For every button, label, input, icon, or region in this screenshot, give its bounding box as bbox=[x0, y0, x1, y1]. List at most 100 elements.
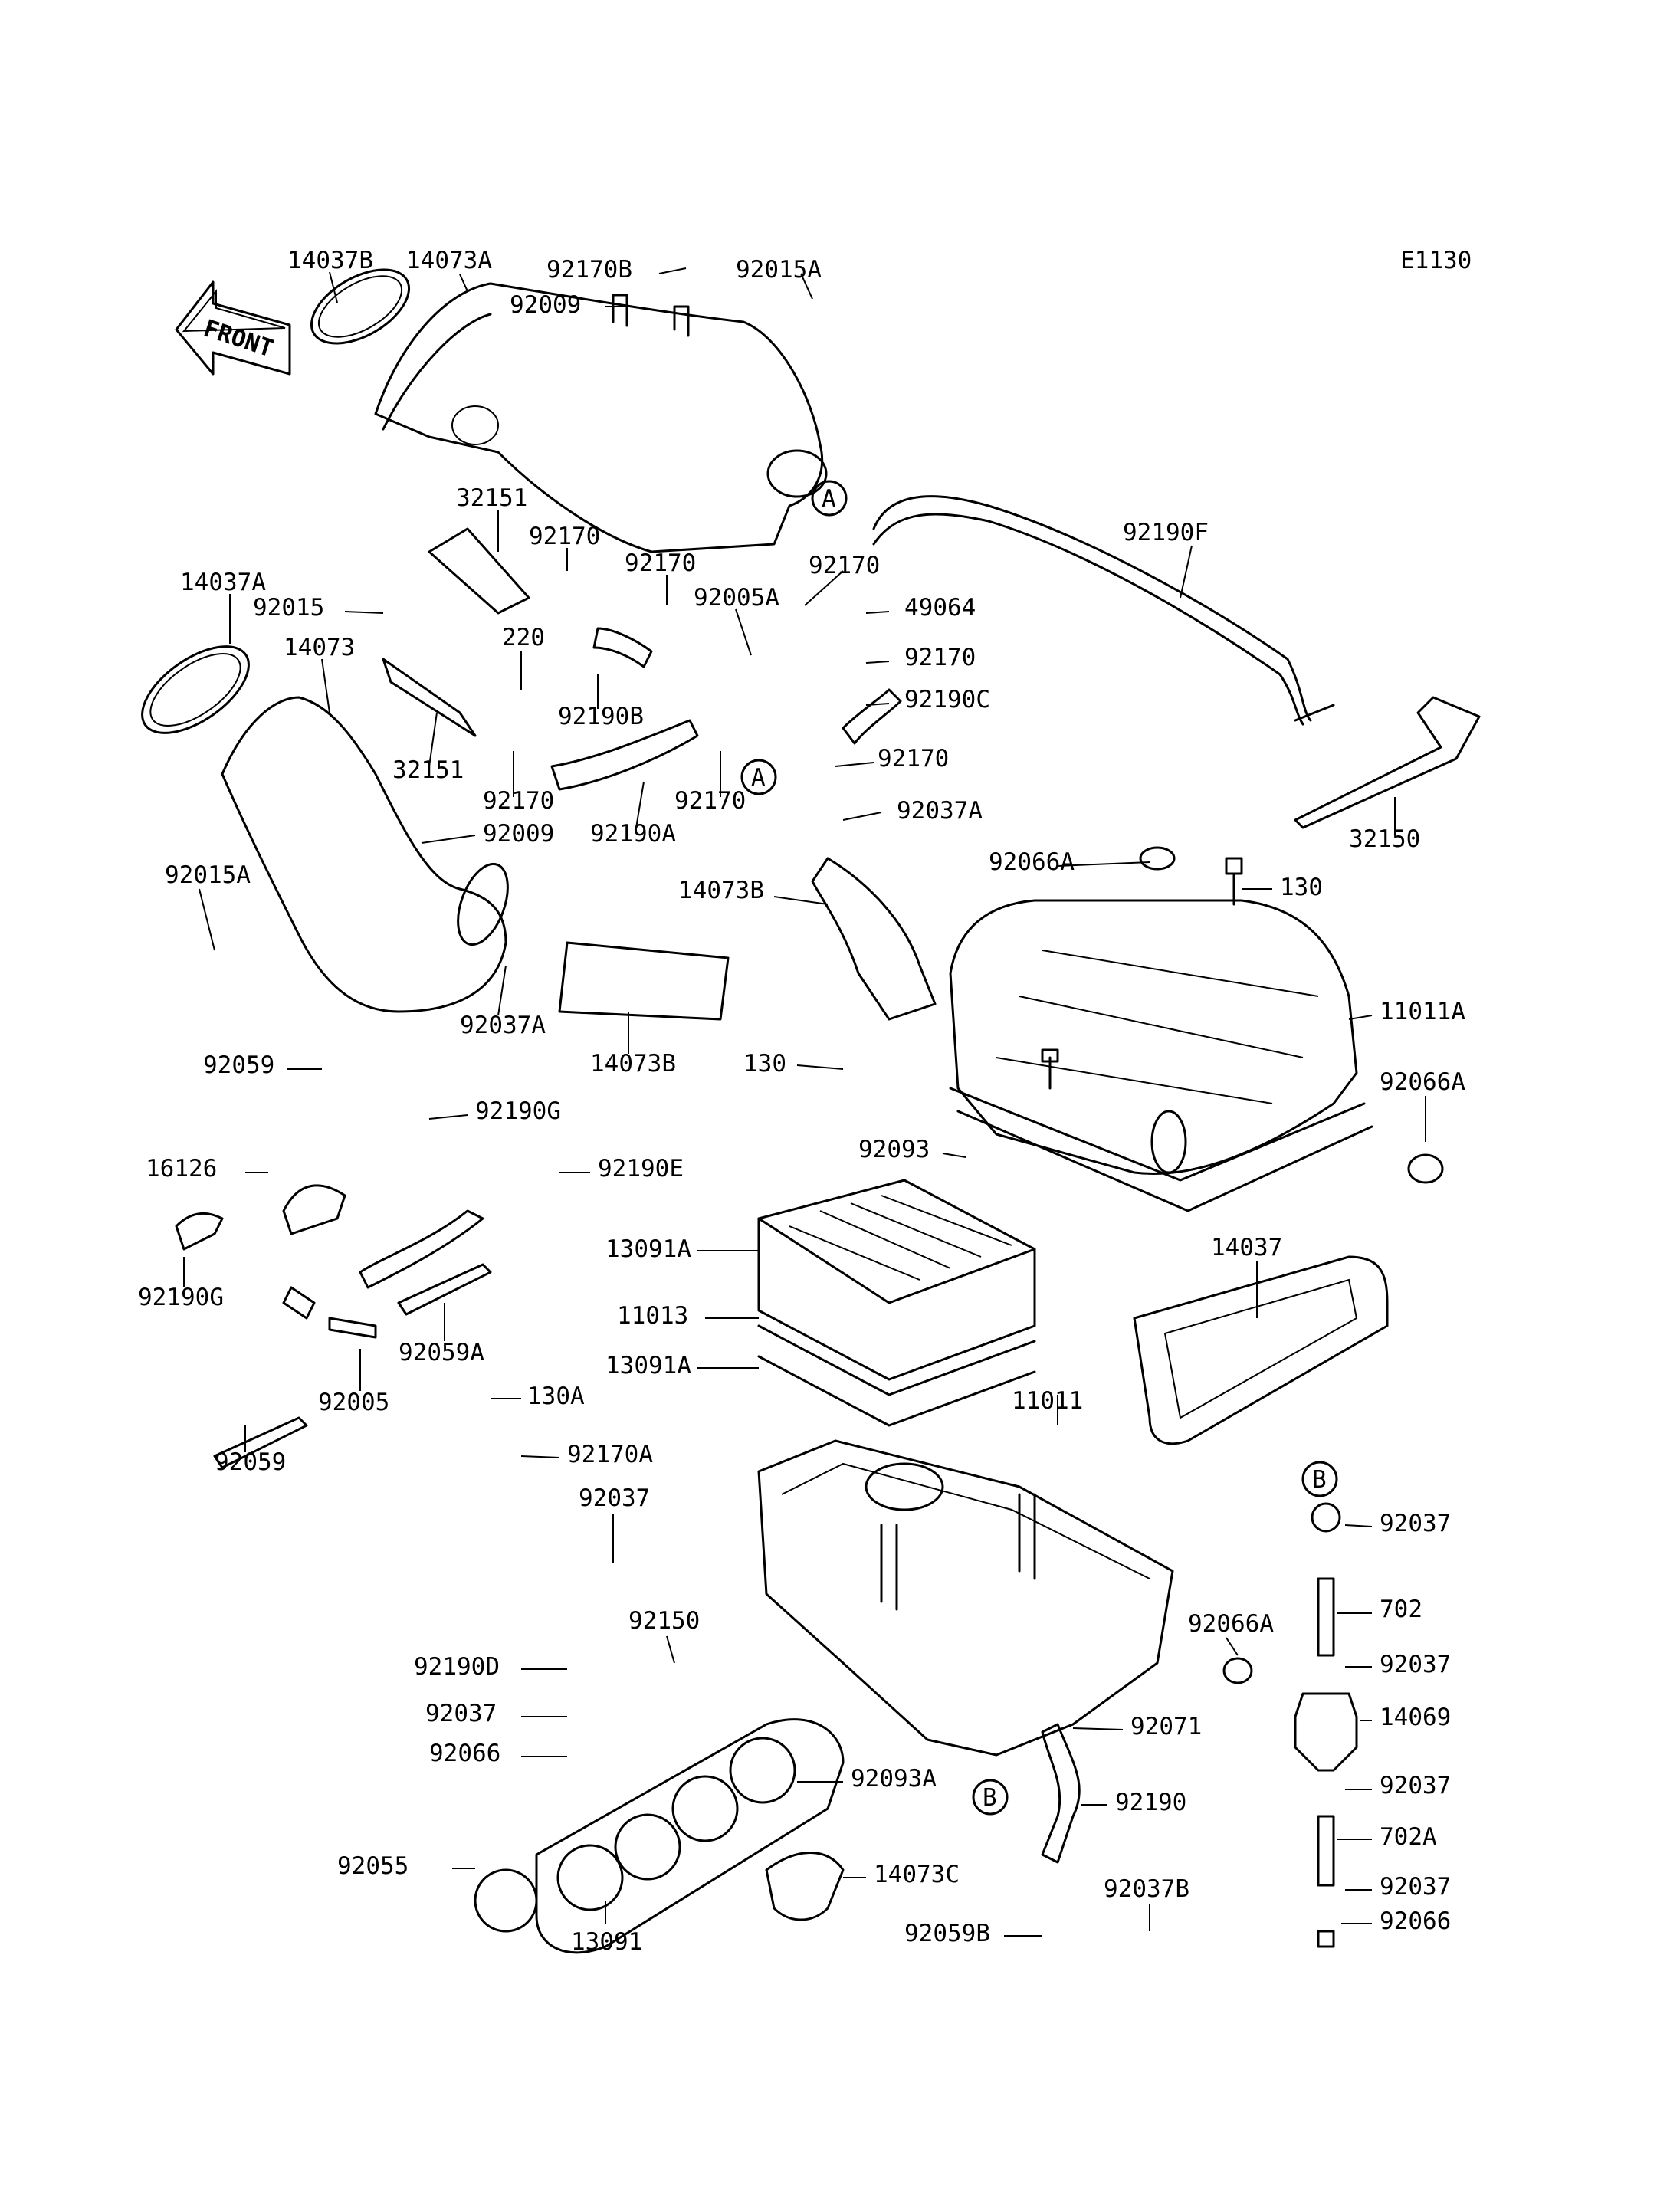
hoses bbox=[382, 495, 1481, 1021]
leader-line bbox=[344, 611, 384, 614]
leader-line bbox=[428, 712, 438, 767]
part-number-label: 92037 bbox=[1380, 1510, 1451, 1537]
part-number-label: 92190D bbox=[414, 1653, 500, 1681]
part-number-label: 92190G bbox=[138, 1284, 224, 1311]
part-number-label: 14037A bbox=[180, 569, 266, 596]
part-number-label: 14073 bbox=[284, 634, 355, 661]
marker-a: A bbox=[822, 485, 836, 513]
leader-line bbox=[421, 835, 476, 844]
leader-line bbox=[773, 896, 829, 905]
leader-line bbox=[199, 888, 215, 951]
leader-line bbox=[865, 661, 890, 664]
leader-line bbox=[1348, 1015, 1373, 1020]
part-number-label: 92190F bbox=[1123, 519, 1209, 546]
part-number-label: 130A bbox=[527, 1383, 585, 1410]
part-number-label: 130 bbox=[1280, 874, 1323, 901]
leader-line bbox=[865, 611, 890, 614]
leader-line bbox=[459, 274, 468, 292]
leader-lines bbox=[183, 267, 1426, 1937]
part-number-label: 92059 bbox=[215, 1448, 286, 1476]
part-number-label: 92190E bbox=[598, 1155, 684, 1183]
part-number-label: 130 bbox=[743, 1050, 786, 1078]
leader-line bbox=[1057, 861, 1150, 867]
leader-line bbox=[835, 762, 874, 767]
part-number-label: 92037 bbox=[579, 1484, 650, 1512]
air-cleaner-cover bbox=[949, 899, 1373, 1212]
part-number-label: 92170A bbox=[567, 1441, 653, 1468]
intake-screen-upper bbox=[310, 268, 411, 345]
leader-line bbox=[796, 1064, 844, 1070]
part-number-label: 702 bbox=[1380, 1596, 1422, 1623]
leader-line bbox=[1344, 1524, 1373, 1527]
part-number-label: 92037 bbox=[1380, 1772, 1451, 1799]
leader-line bbox=[804, 570, 844, 606]
leader-line bbox=[1226, 1637, 1239, 1656]
part-number-label: 92066 bbox=[429, 1740, 500, 1767]
part-number-label: 92059 bbox=[203, 1051, 274, 1079]
part-number-label: 92037 bbox=[425, 1700, 497, 1727]
part-number-label: 11011A bbox=[1380, 998, 1465, 1025]
side-panel bbox=[1133, 1255, 1389, 1445]
leader-line bbox=[635, 781, 645, 828]
leader-line bbox=[497, 965, 507, 1016]
part-number-label: 92190C bbox=[904, 686, 990, 713]
leader-line bbox=[735, 608, 752, 656]
part-number-label: 13091A bbox=[605, 1352, 691, 1379]
part-number-label: 92037A bbox=[897, 797, 983, 825]
part-number-label: 49064 bbox=[904, 594, 976, 622]
part-number-label: 92190B bbox=[558, 703, 644, 730]
reference-markers: A A B B bbox=[740, 480, 1338, 1816]
part-number-label: 11013 bbox=[617, 1302, 688, 1330]
part-number-label: 220 bbox=[502, 624, 545, 651]
leader-line bbox=[658, 267, 687, 274]
part-number-label: 92037 bbox=[1380, 1873, 1451, 1901]
leader-line bbox=[321, 658, 330, 713]
marker-a: A bbox=[751, 764, 766, 792]
part-number-label: 92170 bbox=[878, 745, 949, 772]
part-number-label: 92005 bbox=[318, 1389, 389, 1416]
front-arrow-icon: FRONT bbox=[175, 280, 291, 376]
carburetor-holder bbox=[474, 1718, 845, 1954]
part-number-label: 92059A bbox=[399, 1339, 484, 1366]
part-number-label: 14073A bbox=[406, 247, 492, 274]
air-cleaner-base bbox=[757, 1439, 1174, 1757]
part-number-label: 92170 bbox=[625, 549, 696, 577]
part-number-label: 92093A bbox=[851, 1765, 937, 1793]
diagram-code: E1130 bbox=[1400, 247, 1472, 274]
part-number-label: 92071 bbox=[1130, 1713, 1202, 1740]
leader-line bbox=[428, 1114, 468, 1120]
leader-line bbox=[1072, 1727, 1124, 1730]
part-number-label: 92170 bbox=[674, 787, 746, 815]
part-number-label: 92066 bbox=[1380, 1907, 1451, 1935]
air-duct-upper bbox=[374, 282, 828, 553]
filter-element bbox=[757, 1179, 1036, 1427]
leader-line bbox=[329, 271, 338, 303]
part-number-label: 32151 bbox=[392, 756, 464, 784]
part-number-label: 14069 bbox=[1380, 1704, 1451, 1731]
part-number-label: 92015 bbox=[253, 594, 324, 622]
leader-line bbox=[800, 273, 813, 300]
part-number-label: 92066A bbox=[1188, 1610, 1274, 1638]
part-number-label: 92170 bbox=[809, 552, 880, 579]
leader-line bbox=[1180, 545, 1193, 599]
part-number-label: 92150 bbox=[628, 1607, 700, 1635]
leader-line bbox=[842, 812, 882, 821]
part-number-label: 32150 bbox=[1349, 825, 1420, 853]
leader-line bbox=[942, 1153, 966, 1158]
part-number-label: 702A bbox=[1380, 1823, 1437, 1851]
misc-parts bbox=[175, 846, 1444, 1864]
part-number-label: 14037B bbox=[287, 247, 373, 274]
marker-b: B bbox=[983, 1784, 997, 1812]
part-number-label: 92190G bbox=[475, 1097, 561, 1125]
part-number-label: 16126 bbox=[146, 1155, 217, 1183]
part-number-label: 92093 bbox=[858, 1136, 930, 1163]
part-number-label: 92170B bbox=[546, 256, 632, 284]
part-number-label: 92015A bbox=[165, 861, 251, 889]
part-number-label: 92037A bbox=[460, 1012, 546, 1039]
part-number-label: 14073B bbox=[678, 877, 764, 904]
part-number-label: 92037B bbox=[1104, 1875, 1189, 1903]
part-number-label: 14073B bbox=[590, 1050, 676, 1078]
